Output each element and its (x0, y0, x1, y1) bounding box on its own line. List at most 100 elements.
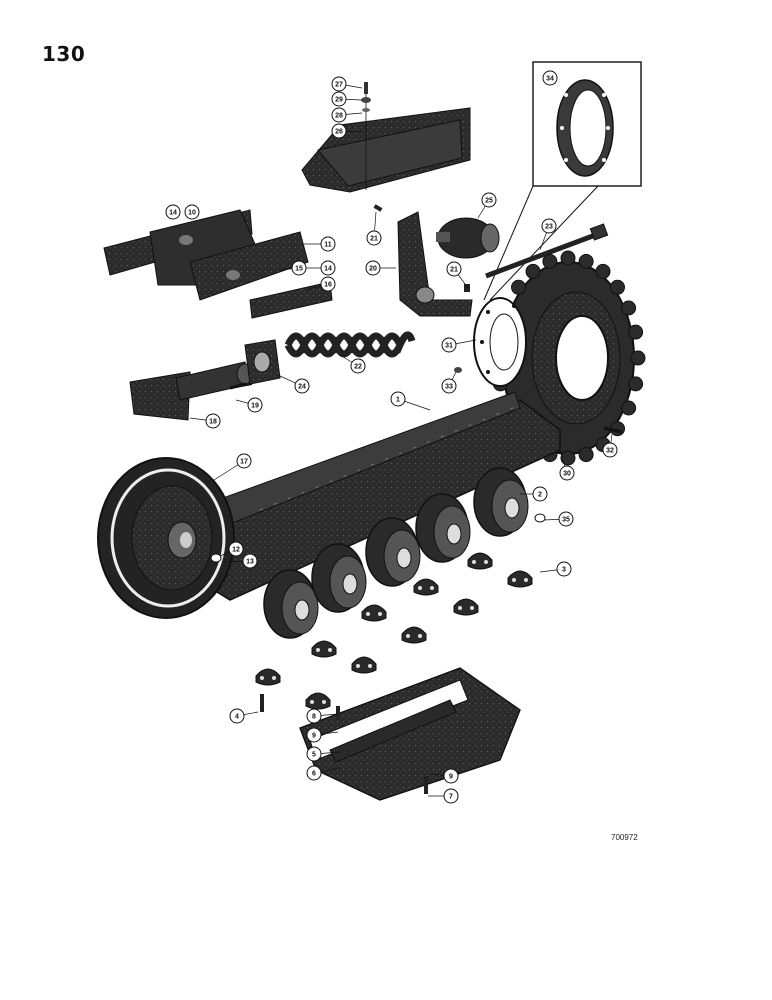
callout-label: 28 (335, 113, 343, 120)
roller-cap (361, 604, 387, 622)
callout-label: 8 (312, 714, 316, 721)
callout-label: 26 (335, 129, 343, 136)
adjusting-screw-23 (485, 223, 609, 279)
track-roller (473, 467, 529, 537)
callout-label: 30 (563, 471, 571, 478)
callout-label: 14 (324, 266, 332, 273)
callout-c14b: 14 (320, 260, 336, 276)
callout-label: 22 (354, 364, 362, 371)
callout-label: 10 (188, 210, 196, 217)
callout-c19: 19 (247, 397, 263, 413)
callout-label: 33 (445, 384, 453, 391)
callout-c33: 33 (441, 378, 457, 394)
callout-label: 13 (246, 559, 254, 566)
roller-cap (467, 552, 493, 570)
roller-cap (413, 578, 439, 596)
callout-c28: 28 (331, 107, 347, 123)
callout-c11: 11 (320, 236, 336, 252)
bracket-20 (397, 211, 473, 317)
callout-label: 21 (450, 267, 458, 274)
callout-c13: 13 (242, 553, 258, 569)
callout-c10: 10 (184, 204, 200, 220)
callout-c1: 1 (390, 391, 406, 407)
callout-c9a: 9 (306, 727, 322, 743)
callout-label: 27 (335, 82, 343, 89)
recoil-frame-assembly (103, 209, 333, 319)
guard-26 (301, 82, 471, 193)
callout-c35: 35 (558, 511, 574, 527)
callout-c2: 2 (532, 486, 548, 502)
callout-label: 9 (312, 733, 316, 740)
figure-code: 700972 (611, 833, 638, 842)
roller-cap (453, 598, 479, 616)
callout-c5: 5 (306, 746, 322, 762)
callout-label: 3 (562, 567, 566, 574)
adapter-plate-31 (473, 297, 527, 387)
callout-label: 23 (545, 224, 553, 231)
callout-label: 2 (538, 492, 542, 499)
roller-cap (507, 570, 533, 588)
track-frame-1 (177, 391, 561, 601)
roller-cap (305, 692, 331, 710)
roller-cap (255, 668, 281, 686)
callout-label: 35 (562, 517, 570, 524)
callout-label: 1 (396, 397, 400, 404)
carrier-roller-25 (436, 217, 500, 259)
front-idler-17 (97, 457, 235, 619)
roller-cap (401, 626, 427, 644)
callout-label: 14 (169, 210, 177, 217)
callout-label: 25 (485, 198, 493, 205)
callout-c12: 12 (228, 541, 244, 557)
callout-c29: 29 (331, 91, 347, 107)
adapter-plate-34 (556, 79, 614, 177)
callout-c20: 20 (365, 260, 381, 276)
callout-c3: 3 (556, 561, 572, 577)
callouts: 1234567899101112131414151617181920212122… (165, 70, 618, 804)
callout-c34: 34 (542, 70, 558, 86)
track-roller (365, 517, 421, 587)
callout-c8: 8 (306, 708, 322, 724)
callout-label: 29 (335, 97, 343, 104)
callout-c26: 26 (331, 123, 347, 139)
spring-block-24 (244, 339, 281, 385)
callout-c30: 30 (559, 465, 575, 481)
callout-c17: 17 (236, 453, 252, 469)
callout-c6: 6 (306, 765, 322, 781)
callout-c9b: 9 (443, 768, 459, 784)
callout-c32: 32 (602, 442, 618, 458)
recoil-spring-22 (284, 331, 416, 358)
callout-label: 17 (240, 459, 248, 466)
callout-label: 9 (449, 774, 453, 781)
callout-c25: 25 (481, 192, 497, 208)
callout-label: 18 (209, 419, 217, 426)
callout-c15: 15 (291, 260, 307, 276)
callout-c31: 31 (441, 337, 457, 353)
roller-cap (351, 656, 377, 674)
callout-label: 16 (324, 282, 332, 289)
callout-label: 7 (449, 794, 453, 801)
track-roller (415, 493, 471, 563)
callout-label: 32 (606, 448, 614, 455)
callout-c18: 18 (205, 413, 221, 429)
track-roller (263, 569, 319, 639)
callout-label: 20 (369, 266, 377, 273)
idler-yoke-18 (129, 361, 254, 421)
callout-label: 34 (546, 76, 554, 83)
callout-c14a: 14 (165, 204, 181, 220)
callout-label: 31 (445, 343, 453, 350)
callout-c16: 16 (320, 276, 336, 292)
callout-label: 12 (232, 547, 240, 554)
callout-c23: 23 (541, 218, 557, 234)
callout-label: 24 (298, 384, 306, 391)
callout-label: 15 (295, 266, 303, 273)
small-hardware (210, 204, 623, 563)
callout-c27: 27 (331, 76, 347, 92)
callout-c22: 22 (350, 358, 366, 374)
sprocket-30 (490, 250, 646, 466)
track-rollers-2 (263, 467, 529, 639)
callout-label: 19 (251, 403, 259, 410)
callout-c4: 4 (229, 708, 245, 724)
callout-c24: 24 (294, 378, 310, 394)
callout-label: 4 (235, 714, 239, 721)
